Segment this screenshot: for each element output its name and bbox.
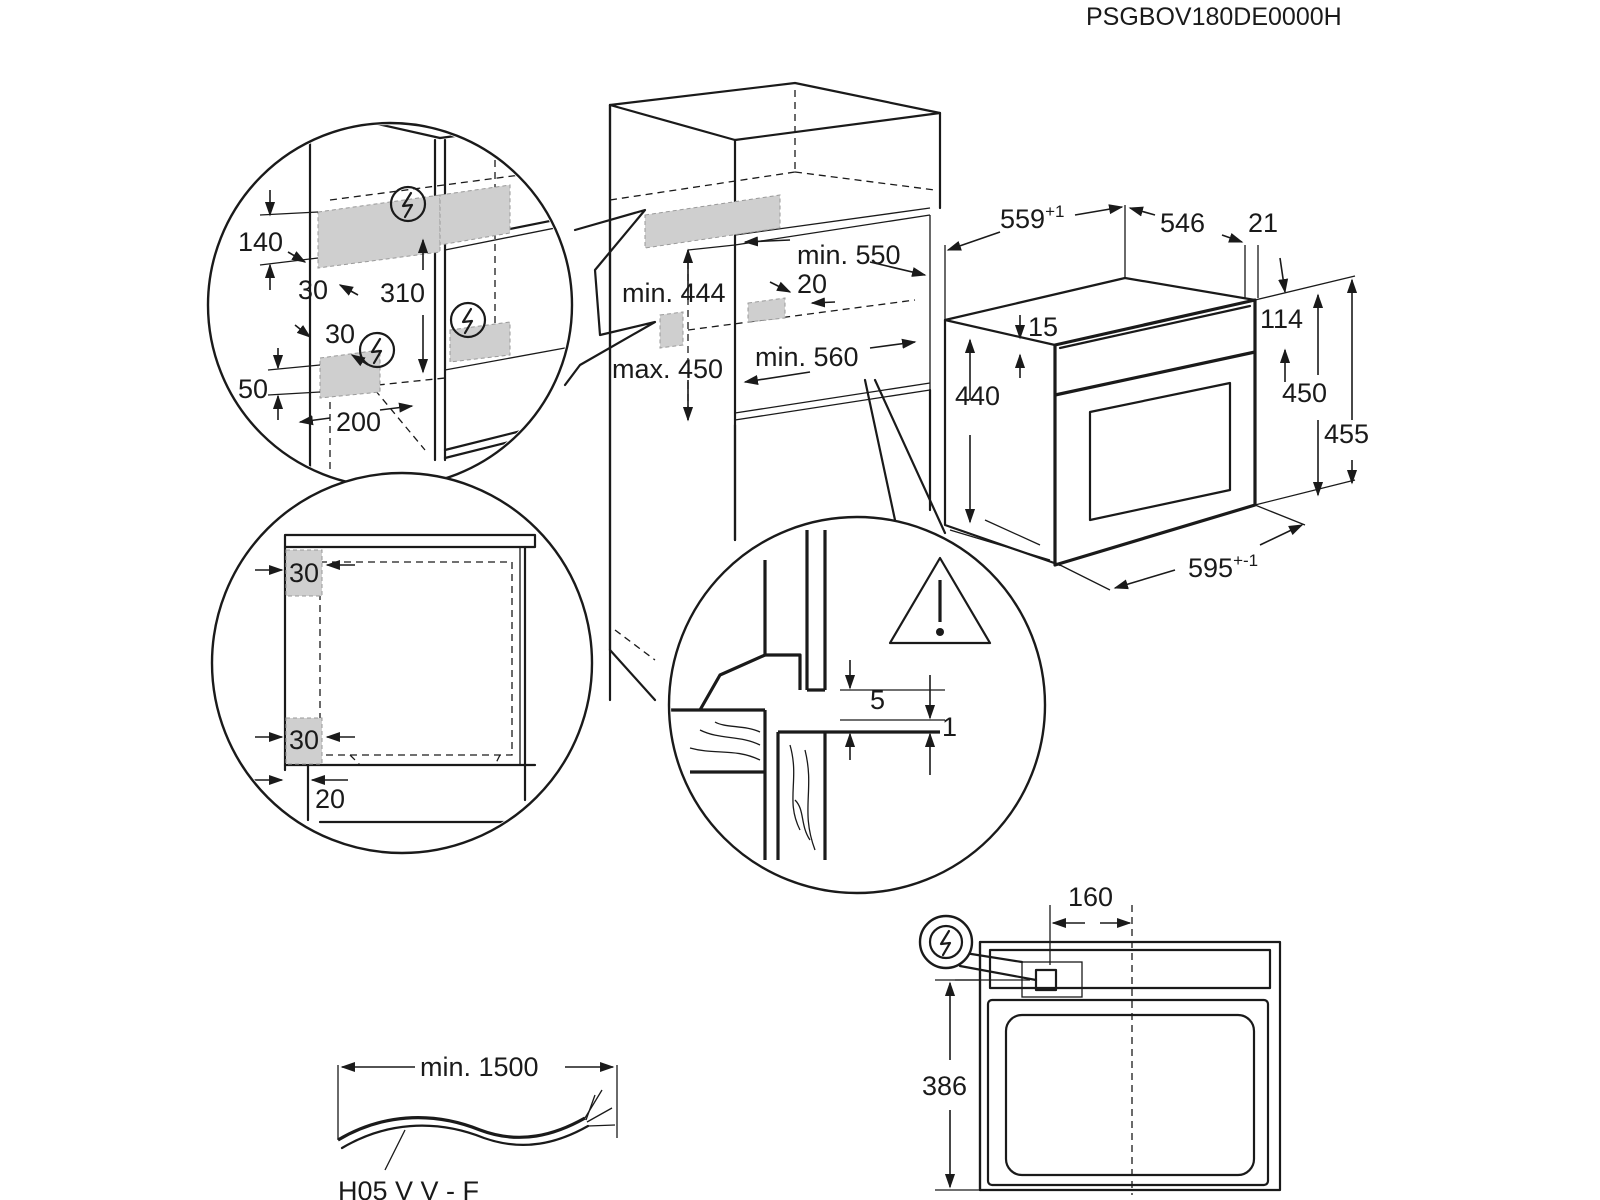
detail-circle-ventilation: 30 30 20 [210,471,594,855]
label-559: 559+1 [1000,202,1064,234]
cabinet-drawing [608,81,942,702]
label-546: 546 [1160,208,1205,238]
label-15: 15 [1028,312,1058,342]
label-min-1500: min. 1500 [420,1052,539,1082]
label-max-450: max. 450 [612,354,723,384]
appliance-dimensions: 559+1 546 21 15 114 440 450 455 595+-1 [946,202,1369,590]
detail-circle-mounting: 5 1 [667,515,1047,895]
power-outlet-icon [918,914,974,970]
label-cable-type: H05 V V - F [338,1176,479,1200]
label-455: 455 [1324,419,1369,449]
label-140: 140 [238,227,283,257]
label-160: 160 [1068,882,1113,912]
label-1: 1 [942,712,957,742]
label-21: 21 [1248,208,1278,238]
detail-leaders [563,208,947,535]
label-30-top: 30 [289,558,319,588]
label-440: 440 [955,381,1000,411]
label-450: 450 [1282,378,1327,408]
label-min-444: min. 444 [622,278,726,308]
power-outlet-icon [358,331,396,369]
label-595: 595+-1 [1188,551,1258,583]
label-30-a: 30 [298,275,328,305]
label-min-550: min. 550 [797,240,901,270]
model-code: PSGBOV180DE0000H [1086,3,1342,31]
label-20: 20 [797,269,827,299]
oven-front-view: 160 386 [918,882,1282,1195]
label-20-bottom: 20 [315,784,345,814]
label-310: 310 [380,278,425,308]
power-outlet-icon [389,185,427,223]
label-min-560: min. 560 [755,342,859,372]
warning-triangle-icon [888,556,992,645]
power-outlet-icon [449,301,487,339]
label-200: 200 [336,407,381,437]
label-5: 5 [870,685,885,715]
label-386: 386 [922,1071,967,1101]
detail-circle-power-zones: 140 30 310 30 50 200 [206,121,574,489]
label-30-b: 30 [325,319,355,349]
cabinet-dimensions: min. 444 max. 450 min. 550 20 min. 560 [612,236,927,422]
label-30-bottom: 30 [289,725,319,755]
power-cable: min. 1500 H05 V V - F [337,1052,618,1200]
label-114: 114 [1260,304,1303,334]
label-50: 50 [238,374,268,404]
